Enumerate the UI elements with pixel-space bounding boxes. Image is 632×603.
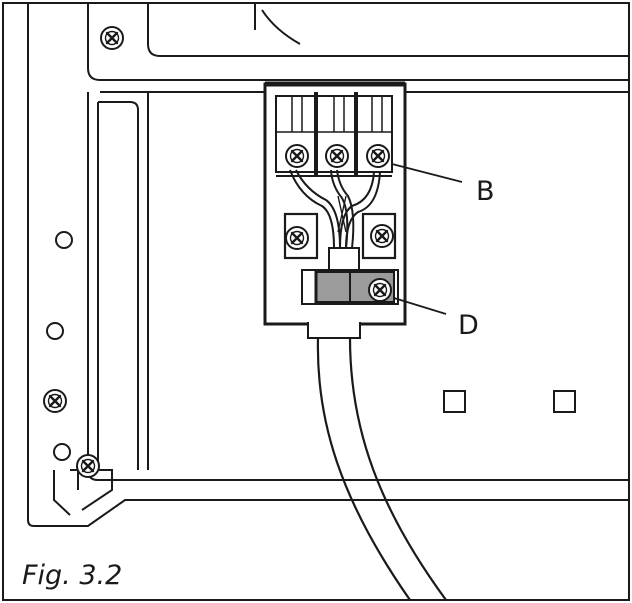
figure-caption: Fig. 3.2 bbox=[22, 560, 122, 591]
square-hole-icon bbox=[443, 390, 576, 413]
callout-b: B bbox=[476, 176, 495, 207]
screw-icon bbox=[42, 388, 68, 414]
power-cable bbox=[316, 337, 447, 601]
screw-icon bbox=[99, 25, 125, 51]
screw-icon bbox=[369, 223, 395, 249]
callout-leaders bbox=[391, 163, 463, 315]
screw-icon bbox=[284, 143, 310, 169]
screw-icon bbox=[284, 225, 310, 251]
screw-icon bbox=[365, 143, 391, 169]
screw-icon bbox=[324, 143, 350, 169]
internal-wires bbox=[289, 169, 381, 271]
callout-d: D bbox=[458, 310, 479, 341]
screw-icon bbox=[75, 453, 101, 479]
screw-icon bbox=[367, 277, 393, 303]
cable-grommet bbox=[307, 322, 361, 339]
